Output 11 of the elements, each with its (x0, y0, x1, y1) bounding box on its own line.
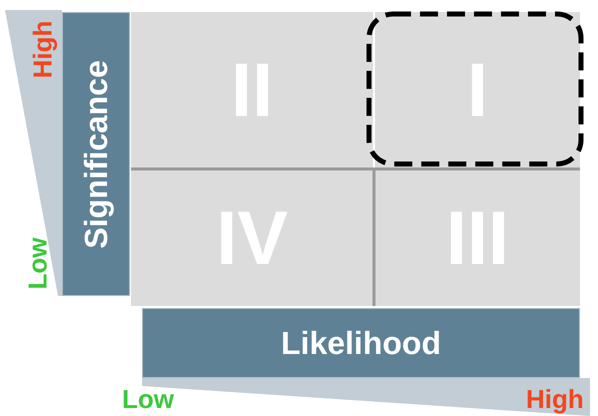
quadrant (131, 12, 373, 168)
scale-label: High (526, 384, 584, 415)
scale-label: Low (22, 238, 54, 290)
axis-title: Significance (78, 60, 114, 248)
axis-title: Likelihood (281, 324, 441, 362)
axis-bar (142, 308, 580, 378)
scale-label: High (27, 20, 58, 78)
scale-label: Low (122, 384, 174, 415)
quadrant (375, 170, 580, 306)
axis-bar (62, 12, 130, 296)
quadrant (131, 170, 373, 306)
